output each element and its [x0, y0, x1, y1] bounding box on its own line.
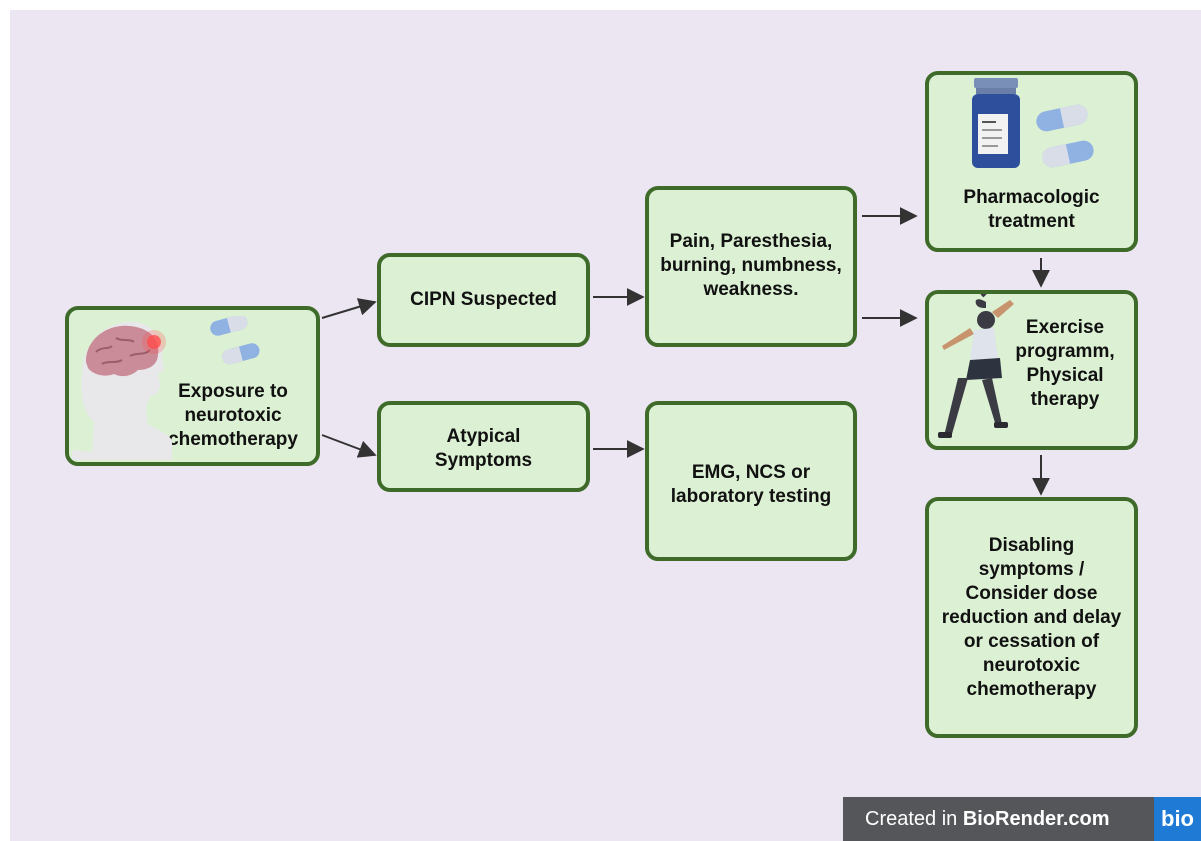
- node-atypical-symptoms: Atypical Symptoms: [377, 401, 590, 492]
- node-pain-label: Pain, Paresthesia, burning, numbness, we…: [660, 231, 842, 300]
- node-emg: EMG, NCS or laboratory testing: [645, 401, 857, 561]
- arrow-exposure-to-cipn: [321, 298, 377, 319]
- node-pharma-label: Pharmacologic treatment: [963, 187, 1100, 232]
- biorender-badge[interactable]: Created in BioRender.com bio: [843, 797, 1201, 841]
- node-exposure-label: Exposure to neurotoxic chemotherapy: [168, 381, 298, 450]
- node-exercise: Exercise programm, Physical therapy: [925, 290, 1138, 450]
- node-pain: Pain, Paresthesia, burning, numbness, we…: [645, 186, 857, 347]
- node-cipn-suspected: CIPN Suspected: [377, 253, 590, 347]
- node-disabling: Disabling symptoms / Consider dose reduc…: [925, 497, 1138, 738]
- brain-head-icon: [72, 321, 172, 460]
- badge-text: Created in BioRender.com: [865, 807, 1110, 830]
- node-atypical-label: Atypical Symptoms: [434, 426, 533, 471]
- node-disabling-label: Disabling symptoms / Consider dose reduc…: [941, 534, 1122, 700]
- node-pharmacologic: Pharmacologic treatment: [925, 71, 1138, 252]
- pills-icon: [1036, 104, 1094, 168]
- pills-icon: [210, 316, 260, 365]
- exercise-person-icon: [938, 294, 1014, 438]
- pill-bottle-icon: [972, 78, 1020, 168]
- biorender-logo-icon: bio: [1154, 797, 1201, 841]
- node-emg-label: EMG, NCS or laboratory testing: [670, 462, 832, 507]
- node-cipn-label: CIPN Suspected: [410, 289, 557, 310]
- node-exercise-label: Exercise programm, Physical therapy: [1015, 317, 1115, 410]
- arrow-exposure-to-atypical: [321, 434, 377, 458]
